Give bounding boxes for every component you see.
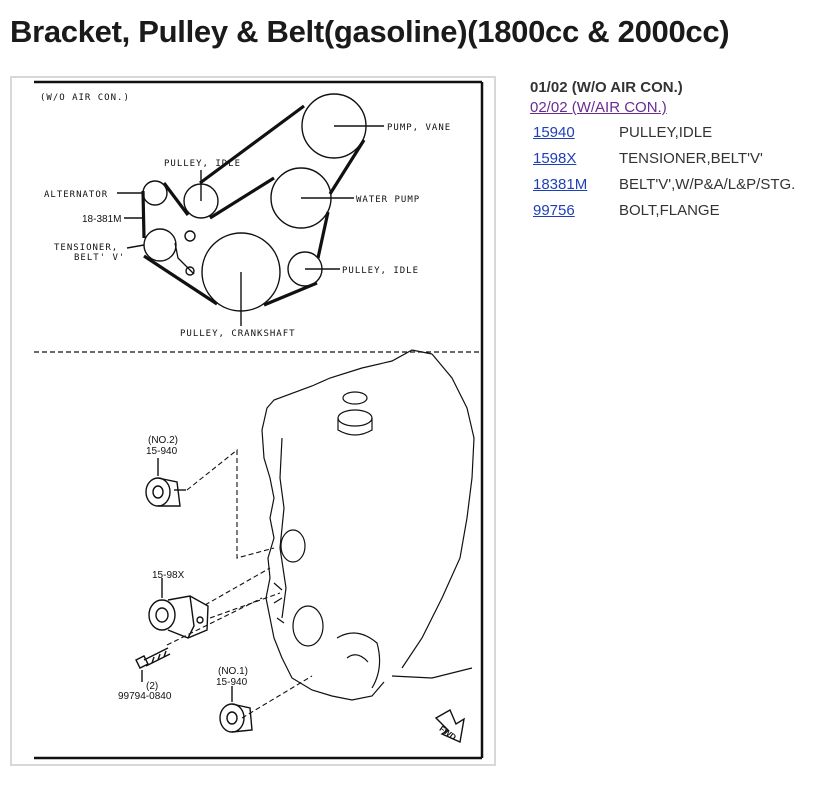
table-row: 1598X TENSIONER,BELT'V' — [530, 145, 795, 171]
part-description: PULLEY,IDLE — [619, 123, 713, 141]
part-number-link[interactable]: 1598X — [533, 149, 577, 167]
tensioner-pulley — [143, 228, 177, 262]
label-tensioner-1: TENSIONER, — [54, 243, 118, 253]
label-alternator: ALTERNATOR — [44, 190, 108, 200]
diagram-header: (W/O AIR CON.) — [40, 93, 130, 103]
diagram-drawing: (W/O AIR CON.) PUMP, VANE PULLEY, IDLE A… — [34, 80, 484, 760]
label-pulley-crankshaft: PULLEY, CRANKSHAFT — [180, 329, 296, 339]
label-no2-part: 15-940 — [146, 446, 178, 457]
part-description: TENSIONER,BELT'V' — [619, 149, 763, 167]
label-no2: (NO.2) — [148, 435, 178, 446]
parts-diagram: (W/O AIR CON.) PUMP, VANE PULLEY, IDLE A… — [10, 76, 496, 766]
parts-table: 15940 PULLEY,IDLE 1598X TENSIONER,BELT'V… — [530, 119, 795, 223]
belt-routing — [117, 93, 384, 326]
part-description: BOLT,FLANGE — [619, 201, 720, 219]
page-title: Bracket, Pulley & Belt(gasoline)(1800cc … — [10, 14, 730, 49]
part-description: BELT'V',W/P&A/L&P/STG. — [619, 175, 796, 193]
label-tensioner-part: 15-98X — [152, 570, 185, 581]
label-pump-vane: PUMP, VANE — [387, 123, 451, 133]
tensioner-assembly — [148, 578, 209, 639]
part-number-link[interactable]: 15940 — [533, 123, 575, 141]
label-pulley-idle-top: PULLEY, IDLE — [164, 159, 241, 169]
engine-front-cover — [261, 349, 475, 701]
table-row: 18381M BELT'V',W/P&A/L&P/STG. — [530, 171, 795, 197]
label-tensioner-2: BELT' V' — [74, 253, 125, 263]
flange-bolt — [135, 647, 171, 682]
label-pulley-idle-right: PULLEY, IDLE — [342, 266, 419, 276]
label-bolt-qty: (2) — [146, 681, 158, 692]
label-no1-part: 15-940 — [216, 677, 248, 688]
variant-link-air-con[interactable]: 02/02 (W/AIR CON.) — [530, 99, 667, 116]
part-number-link[interactable]: 18381M — [533, 175, 588, 193]
assembly-lines — [166, 448, 313, 719]
fwd-arrow-icon — [434, 709, 465, 744]
current-variant: 01/02 (W/O AIR CON.) — [530, 79, 683, 96]
parts-panel: 01/02 (W/O AIR CON.) 02/02 (W/AIR CON.) … — [530, 78, 815, 223]
label-water-pump: WATER PUMP — [356, 195, 420, 205]
idle-pulley-no2 — [145, 458, 186, 507]
label-bolt-part: 99794-0840 — [118, 691, 172, 702]
label-no1: (NO.1) — [218, 666, 248, 677]
table-row: 15940 PULLEY,IDLE — [530, 119, 795, 145]
part-number-link[interactable]: 99756 — [533, 201, 575, 219]
table-row: 99756 BOLT,FLANGE — [530, 197, 795, 223]
label-belt-callout: 18-381M — [82, 214, 121, 225]
idle-pulley-no1 — [219, 686, 253, 733]
